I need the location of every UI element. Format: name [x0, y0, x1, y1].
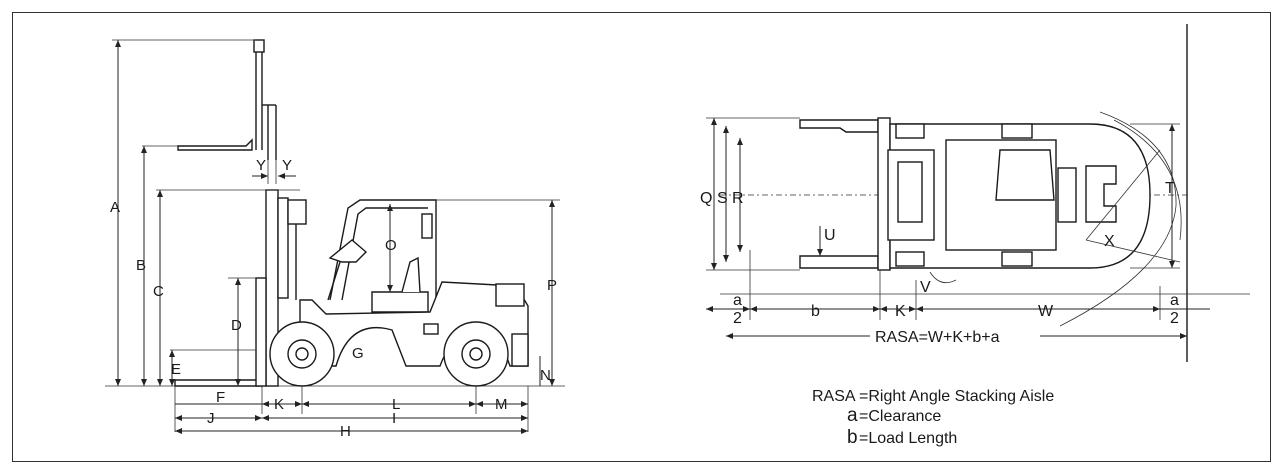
label-E: E — [171, 361, 181, 378]
label-Q: Q — [700, 190, 712, 207]
label-F: F — [216, 389, 225, 406]
mast-outline — [156, 189, 307, 387]
label-B: B — [136, 257, 146, 274]
label-K-top: K — [895, 303, 906, 320]
side-view: A B C D E F G H I J K L M N O P Y Y — [105, 39, 565, 440]
label-K: K — [274, 396, 284, 413]
label-a-right-den: 2 — [1170, 310, 1179, 327]
label-O: O — [385, 237, 397, 254]
label-a-right-num: a — [1170, 292, 1179, 309]
label-a-left-den: 2 — [733, 310, 742, 327]
legend-a-text: =Clearance — [859, 408, 941, 425]
truck-body — [269, 281, 529, 387]
truck-body-top-view — [887, 123, 1151, 269]
label-H: H — [340, 423, 351, 440]
label-Y-left: Y — [256, 157, 266, 174]
label-T: T — [1165, 180, 1175, 197]
label-D: D — [231, 317, 242, 334]
raised-mast-outline — [112, 39, 277, 160]
label-b: b — [811, 303, 820, 320]
seat-and-steering — [327, 239, 429, 313]
label-A: A — [110, 199, 120, 216]
legend-b-key: b — [847, 427, 858, 448]
legend: RASA =Right Angle Stacking Aisle a =Clea… — [812, 388, 1054, 448]
legend-rasa-key: RASA — [812, 388, 856, 405]
label-M: M — [495, 396, 508, 413]
label-P: P — [547, 277, 557, 294]
label-U: U — [824, 227, 836, 244]
label-W: W — [1038, 303, 1054, 320]
label-J: J — [207, 410, 215, 427]
label-V: V — [920, 279, 931, 296]
label-I: I — [392, 410, 396, 427]
label-R: R — [732, 190, 744, 207]
drawing-frame — [12, 12, 1271, 462]
label-a-left-num: a — [733, 292, 742, 309]
label-L: L — [392, 396, 400, 413]
legend-a-key: a — [847, 405, 858, 426]
top-view: Q S R T U V X K W b a 2 a 2 RASA=W+K+b+a — [700, 24, 1250, 362]
side-dimensions — [115, 40, 560, 434]
label-S: S — [717, 190, 728, 207]
label-C: C — [153, 283, 164, 300]
legend-b-text: =Load Length — [859, 430, 957, 447]
label-Y-right: Y — [282, 157, 292, 174]
label-G: G — [352, 345, 364, 362]
label-X: X — [1104, 233, 1115, 250]
forks-top-view — [799, 117, 891, 271]
legend-rasa-text: =Right Angle Stacking Aisle — [859, 388, 1054, 405]
rasa-formula: RASA=W+K+b+a — [875, 329, 1000, 346]
label-N: N — [540, 367, 551, 384]
